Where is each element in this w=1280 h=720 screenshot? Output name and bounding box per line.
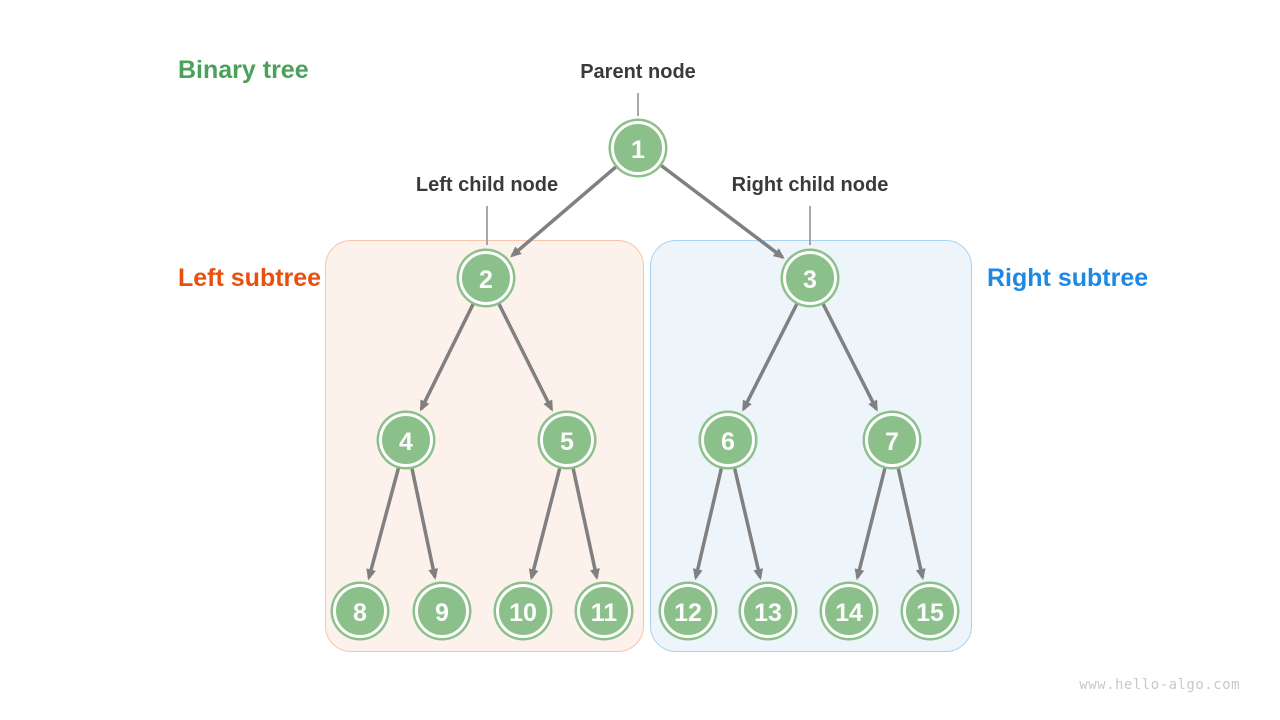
- node-circle: [698, 410, 758, 470]
- tree-node-value: 4: [399, 428, 413, 456]
- node-circle: [862, 410, 922, 470]
- edge-1-3: [636, 146, 785, 259]
- tree-node-8: 8: [330, 581, 390, 641]
- node-circle: [900, 581, 960, 641]
- tree-node-value: 15: [916, 599, 944, 627]
- tree-node-12: 12: [658, 581, 718, 641]
- node-circle: [780, 248, 840, 308]
- node-inner-ring: [865, 413, 919, 467]
- left-child-node-label: Left child node: [415, 174, 559, 196]
- node-inner-ring: [903, 584, 957, 638]
- node-inner-ring: [415, 584, 469, 638]
- tree-node-5: 5: [537, 410, 597, 470]
- parent-node-label: Parent node: [580, 61, 696, 83]
- tree-node-3: 3: [780, 248, 840, 308]
- node-inner-ring: [459, 251, 513, 305]
- node-circle: [608, 118, 668, 178]
- tree-node-value: 7: [885, 428, 899, 456]
- right-child-node-label: Right child node: [731, 174, 889, 196]
- tree-node-6: 6: [698, 410, 758, 470]
- node-circle: [738, 581, 798, 641]
- node-inner-ring: [379, 413, 433, 467]
- node-inner-ring: [701, 413, 755, 467]
- tree-node-15: 15: [900, 581, 960, 641]
- node-circle: [493, 581, 553, 641]
- node-inner-ring: [333, 584, 387, 638]
- node-inner-ring: [783, 251, 837, 305]
- tree-node-1: 1: [608, 118, 668, 178]
- node-circle: [456, 248, 516, 308]
- tree-node-value: 10: [509, 599, 537, 627]
- node-inner-ring: [577, 584, 631, 638]
- tree-node-9: 9: [412, 581, 472, 641]
- tree-node-value: 12: [674, 599, 702, 627]
- node-circle: [574, 581, 634, 641]
- tree-node-11: 11: [574, 581, 634, 641]
- node-inner-ring: [611, 121, 665, 175]
- tree-node-14: 14: [819, 581, 879, 641]
- node-inner-ring: [496, 584, 550, 638]
- node-inner-ring: [540, 413, 594, 467]
- tree-node-2: 2: [456, 248, 516, 308]
- tree-node-value: 2: [479, 266, 493, 294]
- node-circle: [330, 581, 390, 641]
- node-circle: [412, 581, 472, 641]
- tree-node-value: 5: [560, 428, 574, 456]
- tree-node-7: 7: [862, 410, 922, 470]
- tree-node-value: 8: [353, 599, 367, 627]
- left-subtree-label: Left subtree: [178, 264, 322, 292]
- tree-node-10: 10: [493, 581, 553, 641]
- node-inner-ring: [822, 584, 876, 638]
- right-subtree-label: Right subtree: [987, 264, 1149, 292]
- figure-title: Binary tree: [178, 56, 309, 84]
- tree-node-value: 13: [754, 599, 782, 627]
- node-inner-ring: [661, 584, 715, 638]
- tree-node-value: 11: [591, 599, 618, 627]
- node-inner-ring: [741, 584, 795, 638]
- tree-node-value: 9: [435, 599, 449, 627]
- node-circle: [376, 410, 436, 470]
- watermark: www.hello-algo.com: [1079, 677, 1240, 693]
- tree-node-value: 14: [835, 599, 863, 627]
- node-circle: [658, 581, 718, 641]
- tree-node-13: 13: [738, 581, 798, 641]
- tree-node-value: 1: [631, 136, 645, 164]
- tree-node-4: 4: [376, 410, 436, 470]
- tree-node-value: 3: [803, 266, 817, 294]
- tree-node-value: 6: [721, 428, 735, 456]
- node-circle: [819, 581, 879, 641]
- node-circle: [537, 410, 597, 470]
